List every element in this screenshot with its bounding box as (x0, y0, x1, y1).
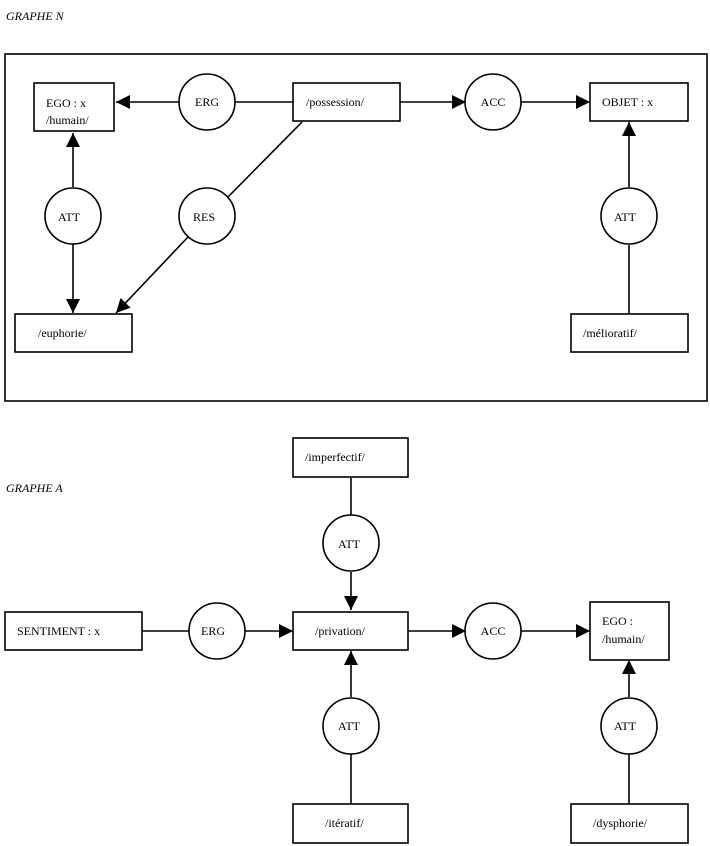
node-att-left-label: ATT (58, 210, 81, 224)
node-ego-a: EGO : /humain/ (589, 601, 670, 661)
node-ego-x: EGO : x /humain/ (33, 82, 115, 132)
node-melioratif: /mélioratif/ (570, 313, 689, 353)
node-objet-x-label: OBJET : x (602, 95, 653, 109)
node-att-top: ATT (322, 514, 380, 572)
node-att-right-a-label: ATT (614, 719, 637, 733)
node-privation-label: /privation/ (315, 624, 366, 638)
node-dysphorie: /dysphorie/ (570, 803, 689, 844)
node-acc-a: ACC (464, 602, 522, 660)
node-att-right-label: ATT (614, 210, 637, 224)
edge-res-to-euphorie (115, 236, 189, 314)
node-res: RES (178, 187, 236, 245)
node-imperfectif: /imperfectif/ (292, 437, 409, 478)
node-acc-label: ACC (481, 95, 506, 109)
node-melioratif-label: /mélioratif/ (583, 326, 638, 340)
node-euphorie: /euphorie/ (14, 313, 133, 353)
node-ego-a-line2: /humain/ (602, 632, 645, 646)
node-privation: /privation/ (292, 611, 409, 651)
node-possession-label: /possession/ (306, 95, 365, 109)
node-att-right-a: ATT (600, 697, 658, 755)
node-objet-x: OBJET : x (589, 82, 689, 122)
node-acc: ACC (464, 73, 522, 131)
node-sentiment-x: SENTIMENT : x (4, 611, 143, 651)
node-erg: ERG (178, 73, 236, 131)
node-erg-a: ERG (188, 602, 246, 660)
node-att-bottom: ATT (322, 697, 380, 755)
node-att-right: ATT (600, 187, 658, 245)
node-erg-label: ERG (195, 95, 219, 109)
node-att-left: ATT (44, 187, 102, 245)
graph-a-title: GRAPHE A (6, 481, 63, 495)
node-ego-a-line1: EGO : (602, 614, 633, 628)
node-iteratif: /itératif/ (292, 803, 409, 844)
node-res-label: RES (193, 210, 215, 224)
node-erg-a-label: ERG (201, 624, 225, 638)
node-possession: /possession/ (292, 82, 401, 122)
edge-possession-res (227, 121, 303, 198)
node-att-bottom-label: ATT (338, 719, 361, 733)
node-iteratif-label: /itératif/ (325, 816, 364, 830)
node-ego-x-line1: EGO : x (46, 96, 86, 110)
node-ego-x-line2: /humain/ (46, 113, 89, 127)
node-acc-a-label: ACC (481, 624, 506, 638)
graph-n-title: GRAPHE N (6, 9, 65, 23)
node-dysphorie-label: /dysphorie/ (593, 816, 648, 830)
node-imperfectif-label: /imperfectif/ (305, 450, 366, 464)
node-sentiment-x-label: SENTIMENT : x (17, 624, 100, 638)
graph-n-frame (4, 53, 708, 402)
node-att-top-label: ATT (338, 537, 361, 551)
node-euphorie-label: /euphorie/ (38, 326, 87, 340)
